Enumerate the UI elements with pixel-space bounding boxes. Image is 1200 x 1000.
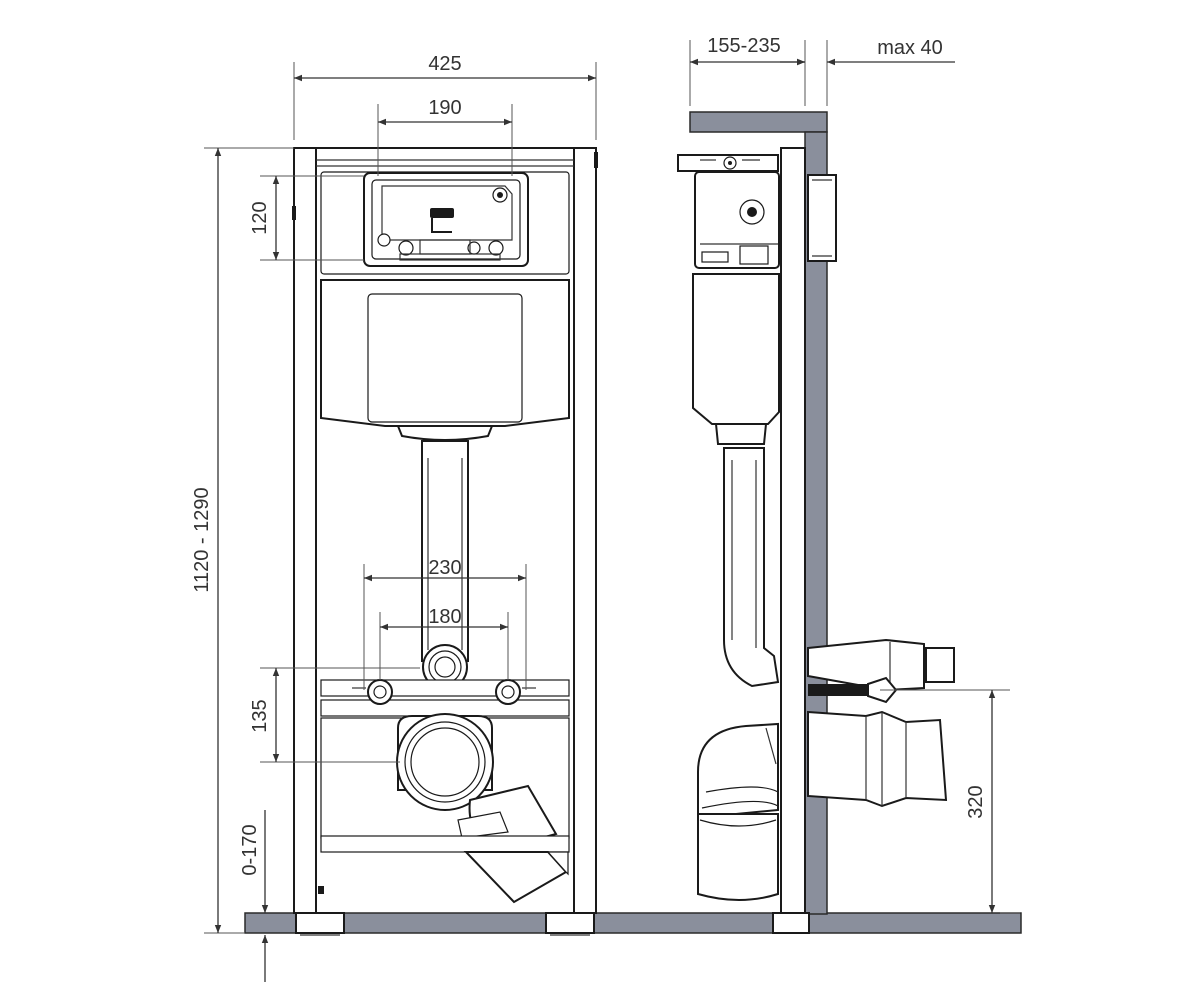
flush-connector bbox=[807, 638, 925, 692]
dim-bolts-outer: 230 bbox=[428, 557, 461, 579]
side-drain-elbow bbox=[697, 722, 779, 815]
dim-wall-gap: 155-235 bbox=[707, 35, 780, 57]
dim-drain-height: 135 bbox=[249, 699, 271, 732]
floor-slab bbox=[244, 912, 1022, 934]
tank-side bbox=[692, 273, 780, 425]
drain-pipe bbox=[463, 851, 568, 904]
dimension-labels: 425 190 1120 - 1290 120 230 180 135 0-17… bbox=[191, 35, 987, 876]
right-post bbox=[573, 147, 597, 914]
side-view bbox=[677, 147, 955, 934]
flush-pipe bbox=[421, 440, 469, 662]
side-frame-post bbox=[780, 147, 806, 914]
left-post bbox=[293, 147, 317, 914]
dim-panel-thickness: max 40 bbox=[877, 37, 943, 59]
dim-button-height: 120 bbox=[249, 201, 271, 234]
side-flush-pipe bbox=[723, 447, 780, 688]
threaded-rod bbox=[808, 684, 868, 696]
wall-panel bbox=[807, 174, 837, 262]
floor-and-wall bbox=[244, 111, 1022, 934]
dim-total-height: 1120 - 1290 bbox=[191, 487, 213, 592]
drain-connector bbox=[807, 710, 948, 808]
dim-foot-adjust: 0-170 bbox=[239, 824, 261, 875]
flush-opening-inner bbox=[371, 179, 521, 260]
side-drain-pipe bbox=[697, 813, 779, 901]
front-view bbox=[292, 147, 598, 936]
dim-button-width: 190 bbox=[428, 97, 461, 119]
dim-frame-width: 425 bbox=[428, 53, 461, 75]
cistern-panel bbox=[367, 293, 523, 423]
dimension-lines bbox=[204, 40, 1020, 982]
dim-side-drain-height: 320 bbox=[965, 785, 987, 818]
dim-bolts-inner: 180 bbox=[428, 606, 461, 628]
wall-top-cap bbox=[689, 111, 828, 133]
